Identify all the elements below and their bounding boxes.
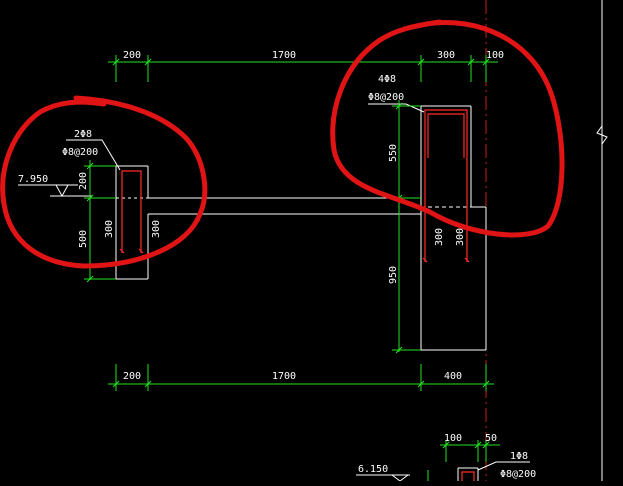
- right-vdim-2: 950: [388, 266, 399, 284]
- lower-stirrup-label: Φ8@200: [500, 469, 536, 480]
- bottom-dim-2: 1700: [272, 371, 296, 382]
- highlight-circle-left: [0, 95, 208, 269]
- lower-rebar-label: 1Φ8: [510, 451, 528, 462]
- left-vdim-2: 500: [78, 230, 89, 248]
- left-elevation: 7.950: [18, 174, 48, 185]
- right-rebar-label: 4Φ8: [378, 74, 396, 85]
- bottom-dim-3: 400: [444, 371, 462, 382]
- right-stirrup-label: Φ8@200: [368, 92, 404, 103]
- lower-dim-2: 50: [485, 433, 497, 444]
- right-bar-len-2: 300: [455, 228, 466, 246]
- bottom-dim-1: 200: [123, 371, 141, 382]
- top-dim-1: 200: [123, 50, 141, 61]
- left-bar-len-2: 300: [151, 220, 162, 238]
- lower-dim-1: 100: [444, 433, 462, 444]
- right-bar-len-1: 300: [434, 228, 445, 246]
- left-vdim-1: 200: [78, 172, 89, 190]
- left-stirrup-label: Φ8@200: [62, 147, 98, 158]
- left-section: 2Φ8 Φ8@200 7.950 200 500 300 300: [18, 129, 421, 283]
- top-dim-3: 300: [437, 50, 455, 61]
- bottom-dimension-chain: 200 1700 400: [108, 364, 494, 391]
- right-vdim-1: 550: [388, 144, 399, 162]
- lower-section: 100 50 1Φ8 Φ8@200 6.150: [356, 433, 536, 482]
- top-dim-2: 1700: [272, 50, 296, 61]
- top-dimension-chain: 200 1700 300 100: [108, 50, 504, 82]
- right-section: 4Φ8 Φ8@200 550 950 300 300: [368, 74, 487, 354]
- top-dim-4: 100: [486, 50, 504, 61]
- left-bar-len-1: 300: [104, 220, 115, 238]
- highlight-circle-right: [330, 19, 565, 238]
- left-rebar-label: 2Φ8: [74, 129, 92, 140]
- lower-elevation: 6.150: [358, 464, 388, 475]
- break-symbol: [596, 125, 608, 145]
